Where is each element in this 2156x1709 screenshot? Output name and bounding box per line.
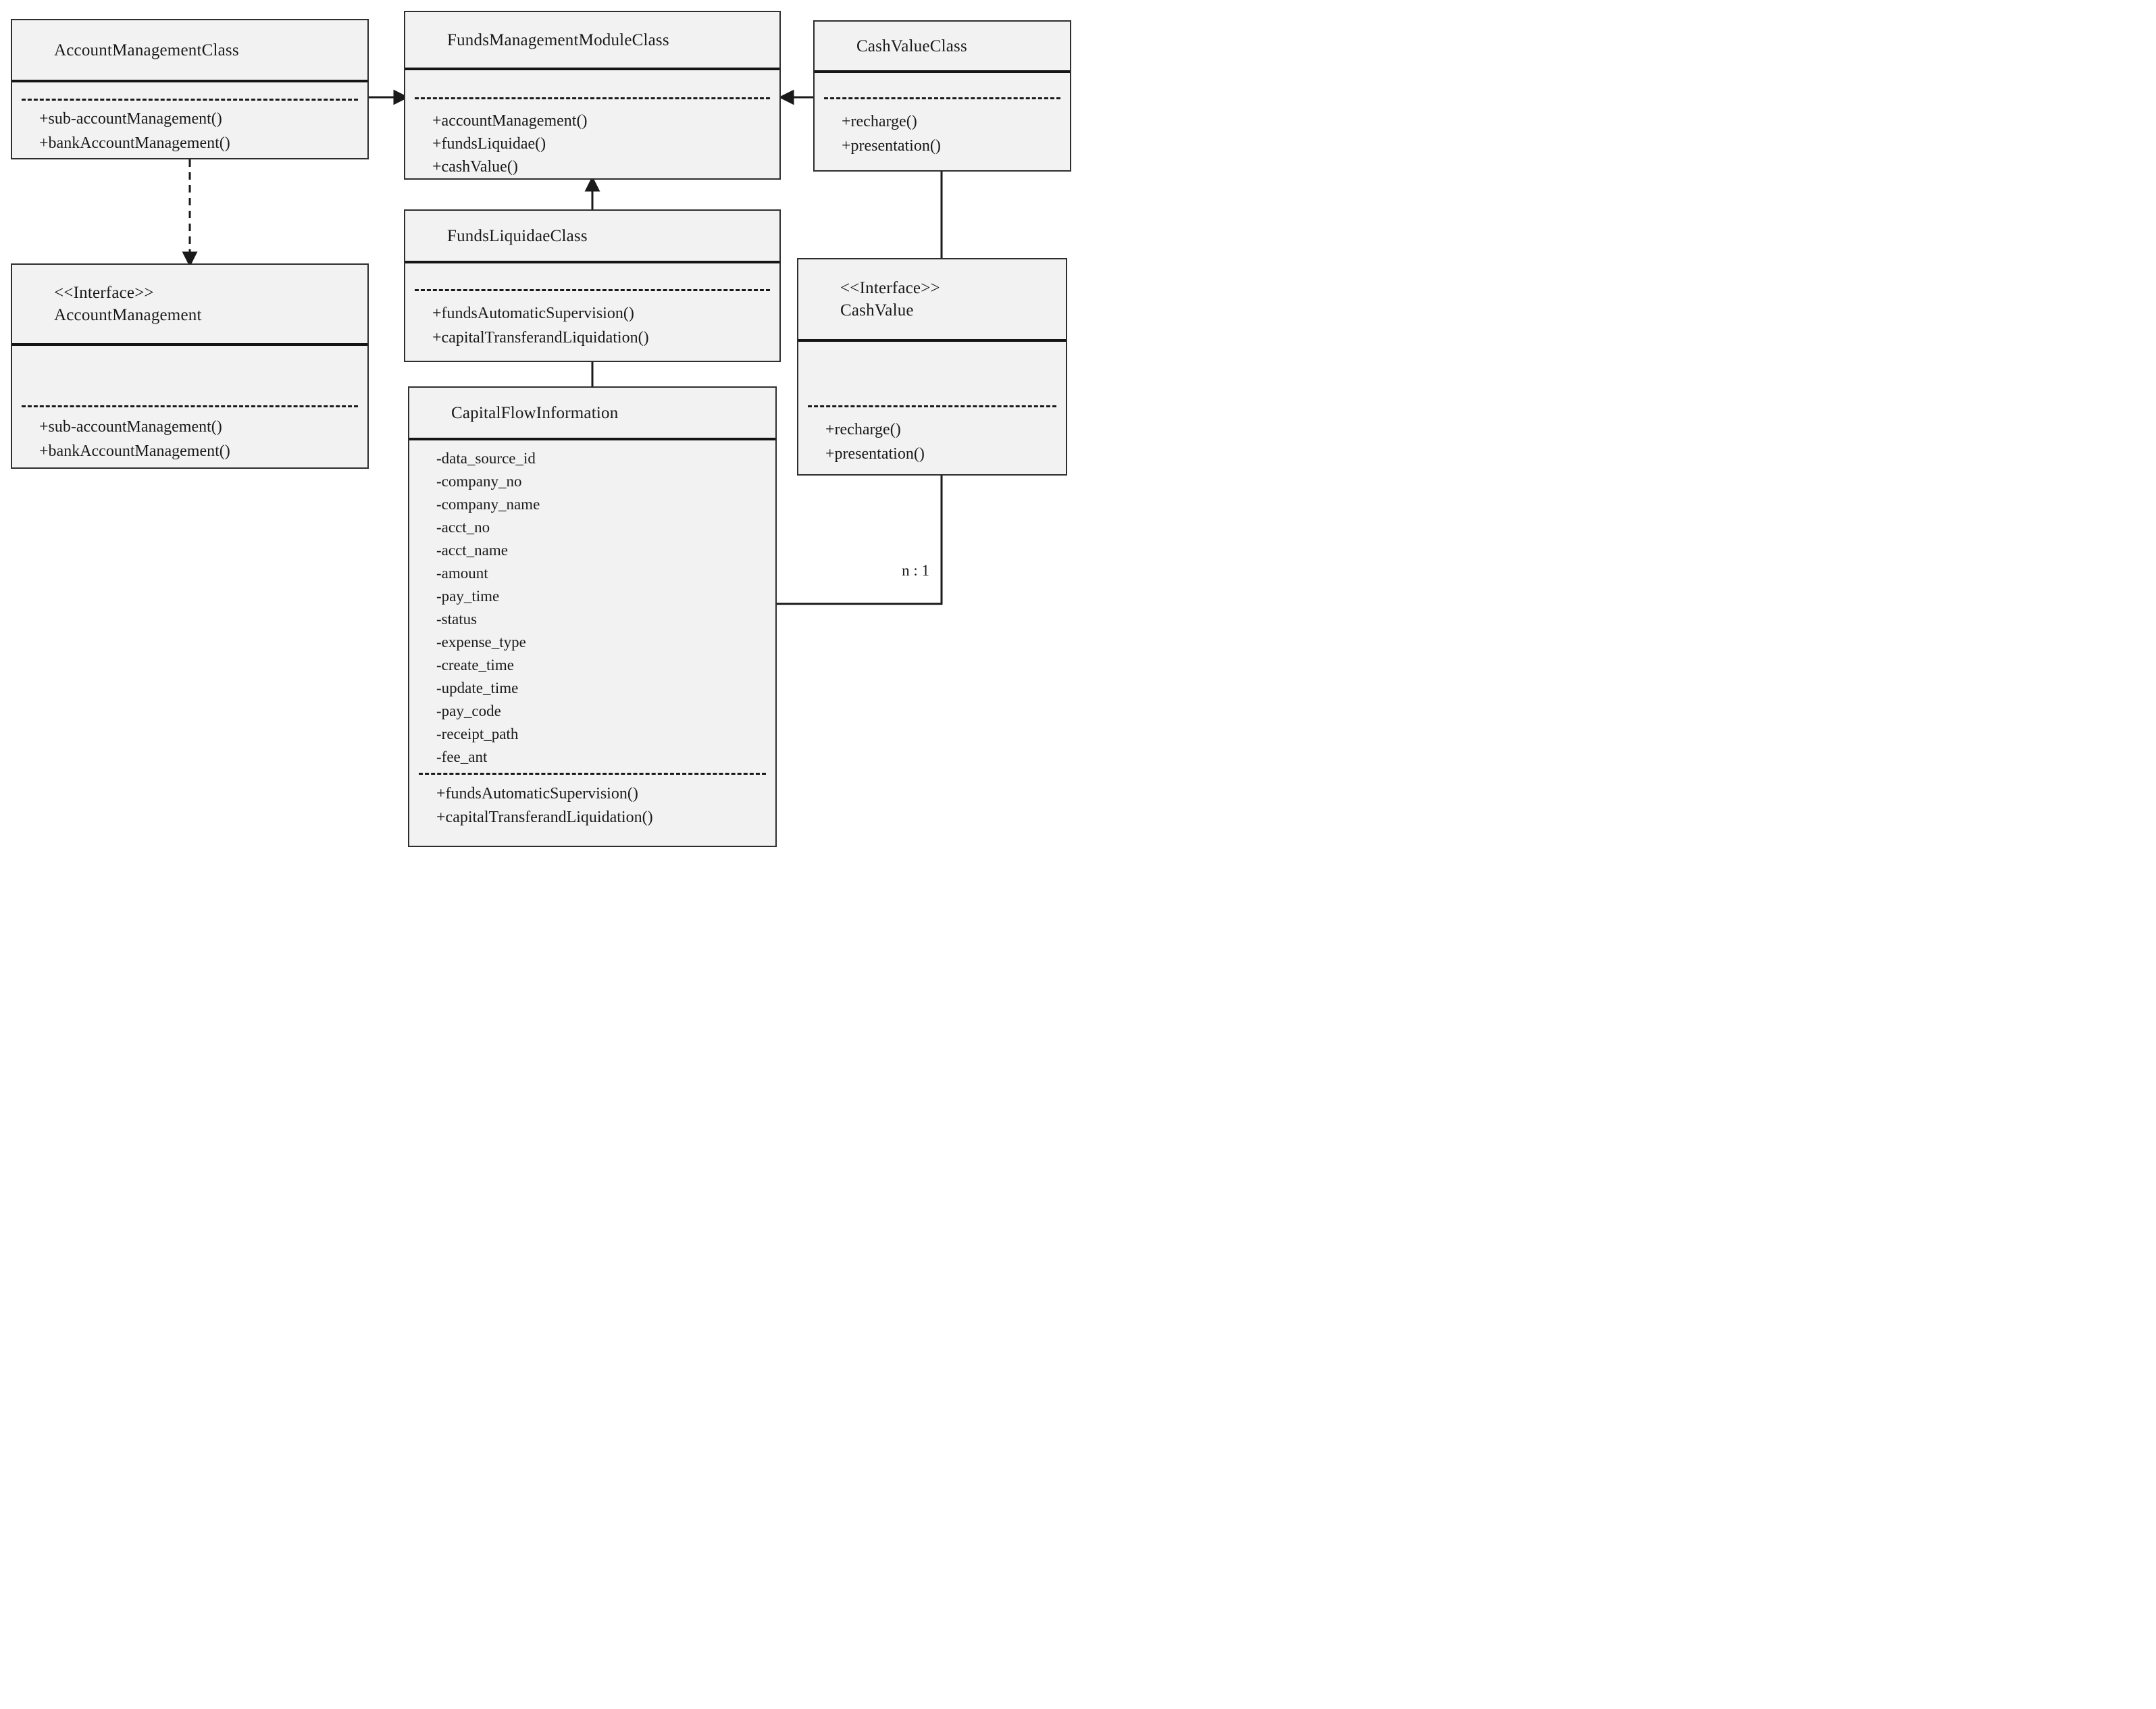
class-title-text: CapitalFlowInformation (451, 403, 619, 422)
attributes-list: -data_source_id -company_no -company_name -… (436, 447, 771, 769)
attributes-separator (22, 405, 358, 407)
attribute-item: -pay_time (436, 588, 500, 605)
interface-stereotype: <<Interface>> (840, 279, 940, 297)
method-item: +accountManagement() (432, 112, 588, 130)
class-box-capital-flow-information: CapitalFlowInformation -data_source_id -c… (408, 386, 777, 847)
methods-separator (419, 773, 766, 775)
attribute-item: -fee_ant (436, 748, 488, 765)
method-item: +sub-accountManagement() (39, 418, 222, 436)
class-box-cash-value-class: CashValueClass +recharge() +presentation(… (813, 20, 1071, 172)
attributes-separator (415, 97, 770, 99)
attribute-item: -status (436, 611, 478, 628)
methods-list: +sub-accountManagement() +bankAccountMana… (39, 415, 363, 463)
methods-list: +sub-accountManagement() +bankAccountMana… (39, 107, 363, 155)
attribute-item: -company_name (436, 496, 540, 513)
interface-title-text: CashValue (840, 301, 914, 320)
attribute-item: -update_time (436, 680, 519, 696)
class-title: FundsManagementModuleClass (405, 12, 779, 70)
class-title-text: CashValueClass (856, 36, 967, 55)
attribute-item: -expense_type (436, 634, 526, 651)
elbow-line-cashvalue-to-cfi (777, 476, 943, 605)
method-item: +capitalTransferandLiquidation() (432, 329, 649, 347)
attribute-item: -acct_no (436, 519, 490, 536)
method-item: +fundsAutomaticSupervision() (432, 305, 634, 322)
methods-list: +fundsAutomaticSupervision() +capitalTran… (432, 301, 775, 350)
class-title-text: FundsLiquidaeClass (447, 226, 588, 245)
class-box-funds-management-module-class: FundsManagementModuleClass +accountManag… (404, 11, 781, 180)
methods-list: +accountManagement() +fundsLiquidae() +cas… (432, 109, 775, 178)
attribute-item: -create_time (436, 657, 514, 673)
interface-title: <<Interface>> CashValue (798, 259, 1066, 342)
class-title-text: AccountManagementClass (54, 41, 239, 59)
attributes-separator (808, 405, 1056, 407)
method-item: +presentation() (825, 445, 925, 463)
class-title: AccountManagementClass (12, 20, 367, 82)
class-box-funds-liquidae-class: FundsLiquidaeClass +fundsAutomaticSuperv… (404, 209, 781, 362)
attribute-item: -receipt_path (436, 725, 519, 742)
method-item: +fundsAutomaticSupervision() (436, 785, 638, 802)
method-item: +fundsLiquidae() (432, 135, 546, 153)
method-item: +recharge() (825, 421, 901, 438)
method-item: +recharge() (842, 113, 917, 130)
arrowhead-left-icon (778, 89, 794, 105)
class-title: CashValueClass (815, 22, 1070, 73)
multiplicity-label: n : 1 (902, 562, 929, 579)
method-item: +cashValue() (432, 158, 518, 176)
attributes-separator (415, 289, 770, 291)
arrowhead-up-icon (584, 176, 600, 192)
methods-list: +recharge() +presentation() (842, 109, 1066, 158)
method-item: +sub-accountManagement() (39, 110, 222, 128)
attribute-item: -acct_name (436, 542, 508, 559)
interface-title: <<Interface>> AccountManagement (12, 265, 367, 346)
interface-box-cash-value: <<Interface>> CashValue +recharge() +pres… (797, 258, 1067, 476)
class-title-text: FundsManagementModuleClass (447, 30, 669, 49)
methods-list: +fundsAutomaticSupervision() +capitalTran… (436, 782, 771, 830)
attribute-item: -amount (436, 565, 488, 582)
interface-title-text: AccountManagement (54, 306, 202, 324)
uml-class-diagram: AccountManagementClass +sub-accountManag… (0, 0, 1078, 854)
method-item: +bankAccountManagement() (39, 442, 230, 460)
method-item: +bankAccountManagement() (39, 134, 230, 152)
class-title: CapitalFlowInformation (409, 388, 775, 440)
attributes-separator (824, 97, 1060, 99)
interface-box-account-management: <<Interface>> AccountManagement +sub-acc… (11, 263, 369, 469)
methods-list: +recharge() +presentation() (825, 417, 1062, 466)
class-box-account-management-class: AccountManagementClass +sub-accountManag… (11, 19, 369, 159)
method-item: +presentation() (842, 137, 941, 155)
class-title: FundsLiquidaeClass (405, 211, 779, 263)
interface-stereotype: <<Interface>> (54, 284, 154, 302)
method-item: +capitalTransferandLiquidation() (436, 809, 653, 826)
attribute-item: -pay_code (436, 703, 501, 719)
attributes-separator (22, 99, 358, 101)
attribute-item: -data_source_id (436, 450, 536, 467)
attribute-item: -company_no (436, 473, 522, 490)
